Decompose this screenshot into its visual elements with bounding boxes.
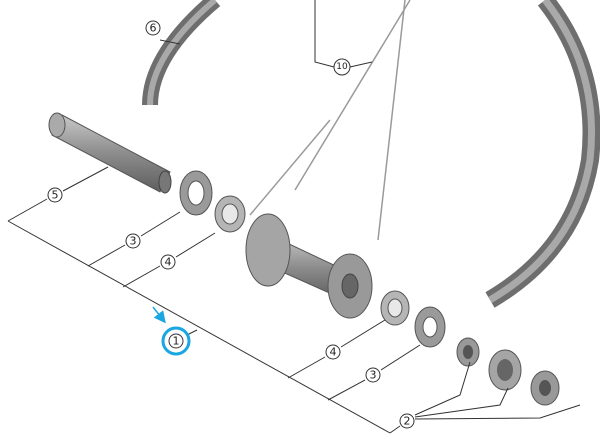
highlight-arrow	[152, 306, 166, 324]
callout-3-right[interactable]: 3	[365, 367, 381, 383]
callout-4-left[interactable]: 4	[160, 254, 176, 270]
end-caps	[456, 337, 560, 406]
washer-left	[179, 170, 213, 216]
svg-text:1: 1	[173, 335, 180, 348]
svg-text:5: 5	[52, 189, 59, 202]
svg-text:6: 6	[150, 22, 157, 35]
leader-lines	[7, 0, 581, 434]
rim	[142, 0, 600, 308]
svg-text:3: 3	[130, 235, 137, 248]
svg-text:10: 10	[336, 62, 348, 72]
callout-2[interactable]: 2	[399, 413, 415, 429]
washer-right	[414, 306, 446, 348]
highlight-ring	[161, 326, 191, 356]
axle	[48, 112, 172, 194]
svg-text:2: 2	[404, 415, 411, 428]
callout-3-left[interactable]: 3	[125, 233, 141, 249]
callout-4-right[interactable]: 4	[325, 344, 341, 360]
spokes	[249, 0, 411, 241]
svg-text:4: 4	[330, 346, 337, 359]
hub-body	[245, 213, 373, 319]
callout-5[interactable]: 5	[47, 187, 63, 203]
bearing-left	[214, 195, 246, 233]
svg-text:3: 3	[370, 369, 377, 382]
callout-10[interactable]: 10	[333, 58, 351, 76]
bearing-right	[380, 290, 410, 326]
callout-6[interactable]: 6	[145, 20, 161, 36]
callout-1[interactable]: 1	[168, 333, 184, 349]
svg-text:4: 4	[165, 256, 172, 269]
